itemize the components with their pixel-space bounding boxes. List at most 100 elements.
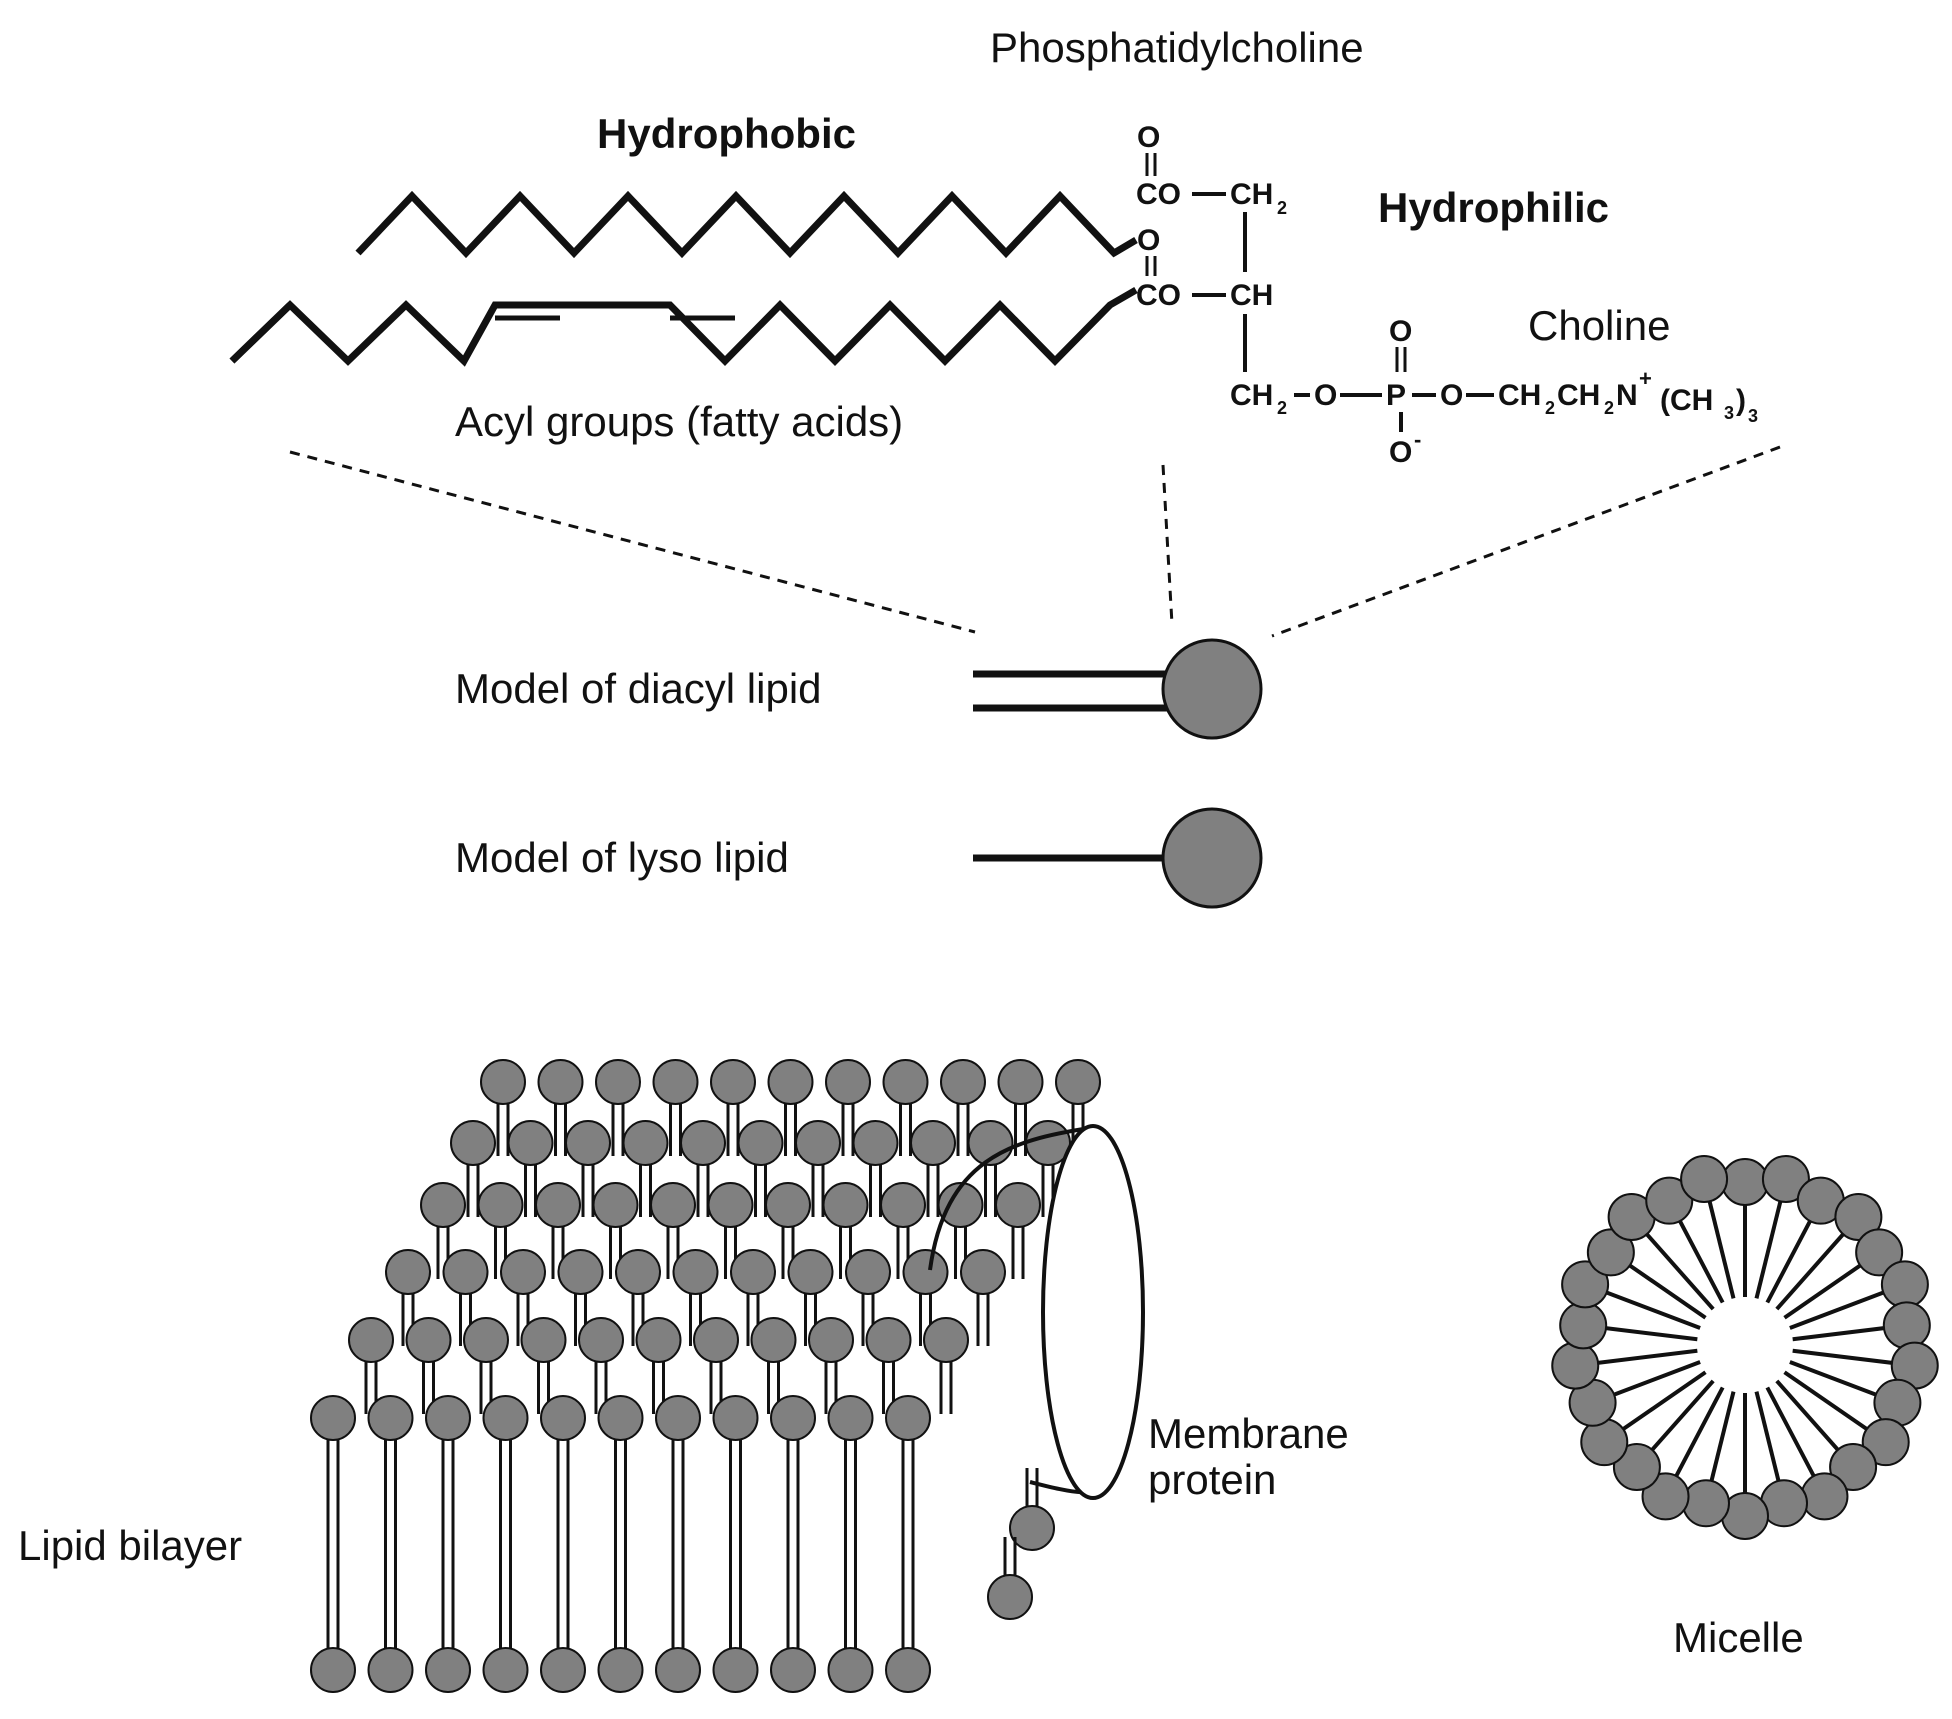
formula-o-3: O xyxy=(1314,379,1337,412)
lipid-head xyxy=(767,1059,814,1105)
formula-co-2: CO xyxy=(1136,279,1181,312)
micelle-head xyxy=(1680,1154,1729,1203)
lipid-head xyxy=(520,1317,567,1363)
lipid-head xyxy=(770,1647,816,1693)
lipid-head xyxy=(540,1647,586,1693)
micelle-head xyxy=(1561,1260,1610,1309)
formula-o-4: O xyxy=(1440,379,1463,412)
lipid-bilayer xyxy=(310,1059,1101,1693)
formula-sub-3: 2 xyxy=(1277,398,1287,418)
lipid-head xyxy=(595,1059,641,1105)
bilayer-row-4 xyxy=(385,1249,1006,1346)
formula-o-2: O xyxy=(1137,224,1160,257)
label-hydrophobic: Hydrophobic xyxy=(597,110,856,157)
lipid-head xyxy=(940,1059,986,1105)
title-phosphatidylcholine: Phosphatidylcholine xyxy=(990,24,1364,71)
lipid-head xyxy=(825,1059,871,1105)
formula-o-1: O xyxy=(1137,121,1160,154)
bilayer-row-3 xyxy=(420,1182,1041,1279)
lipid-head xyxy=(827,1647,874,1693)
lipid-head xyxy=(557,1249,604,1295)
micelle-head xyxy=(1645,1176,1694,1225)
micelle-head xyxy=(1855,1228,1904,1277)
lipid-head xyxy=(885,1395,931,1441)
micelle-head xyxy=(1882,1301,1931,1350)
micelle-head xyxy=(1834,1193,1883,1242)
lipid-head xyxy=(482,1395,529,1441)
lipid-head xyxy=(635,1317,682,1363)
lipid-head xyxy=(750,1317,797,1363)
lipid-head xyxy=(822,1182,869,1228)
lipid-head xyxy=(463,1317,509,1363)
acyl-chain-unsaturated xyxy=(229,286,1138,367)
lipid-head xyxy=(425,1647,471,1693)
formula-co-1: CO xyxy=(1136,178,1181,211)
lipid-head xyxy=(537,1059,584,1105)
lipid-head xyxy=(597,1647,644,1693)
lipid-head xyxy=(672,1249,719,1295)
lipid-head xyxy=(385,1249,431,1295)
label-lyso-model: Model of lyso lipid xyxy=(455,834,789,881)
lipid-head xyxy=(710,1059,756,1105)
label-acyl-groups: Acyl groups (fatty acids) xyxy=(455,398,903,445)
lipid-head xyxy=(937,1182,984,1228)
lipid-head xyxy=(535,1182,581,1228)
formula-ch2-1: CH xyxy=(1230,178,1273,211)
bilayer-row-5 xyxy=(348,1317,969,1414)
micelle-head xyxy=(1586,1228,1635,1277)
lipid-head xyxy=(997,1059,1044,1105)
lipid-head xyxy=(650,1182,696,1228)
label-choline: Choline xyxy=(1528,302,1670,349)
lipid-head xyxy=(578,1317,624,1363)
bilayer-row-1 xyxy=(480,1059,1101,1156)
formula-p: P xyxy=(1386,379,1406,412)
lipid-head xyxy=(450,1120,496,1166)
formula-ch3: (CH xyxy=(1660,384,1713,417)
lipid-head xyxy=(405,1317,452,1363)
lipid-head xyxy=(987,1574,1033,1620)
lipid-head xyxy=(540,1395,586,1441)
lipid-head xyxy=(367,1647,414,1693)
label-micelle: Micelle xyxy=(1673,1614,1804,1661)
micelle-head xyxy=(1681,1479,1730,1528)
formula-sub-5: 2 xyxy=(1604,398,1614,418)
lipid-head xyxy=(902,1249,949,1295)
lipid-head xyxy=(565,1120,611,1166)
lipid-head xyxy=(597,1395,644,1441)
micelle-head xyxy=(1861,1418,1910,1467)
lipid-head xyxy=(712,1647,759,1693)
lipid-head xyxy=(655,1395,701,1441)
micelle-head xyxy=(1551,1341,1600,1390)
formula-sub-6: 3 xyxy=(1724,403,1734,423)
lipid-head xyxy=(477,1182,524,1228)
lipid-head xyxy=(770,1395,816,1441)
micelle-head xyxy=(1800,1472,1849,1521)
lipid-head xyxy=(507,1120,554,1166)
lipid-head xyxy=(367,1395,414,1441)
lipid-head xyxy=(310,1647,356,1693)
acyl-chain-saturated xyxy=(355,190,1138,259)
label-diacyl-model: Model of diacyl lipid xyxy=(455,665,822,712)
lipid-head xyxy=(500,1249,546,1295)
lipid-head xyxy=(845,1249,891,1295)
formula-ch2-4: CH xyxy=(1498,379,1541,412)
lipid-head xyxy=(310,1395,356,1441)
lipid-head xyxy=(787,1249,834,1295)
formula-sub-1: 2 xyxy=(1277,198,1287,218)
lipid-head xyxy=(442,1249,489,1295)
lipid-head xyxy=(910,1120,956,1166)
formula-n: N xyxy=(1616,379,1638,412)
lipid-head xyxy=(655,1647,701,1693)
lipid-head xyxy=(737,1120,784,1166)
micelle-head xyxy=(1880,1260,1929,1309)
lipid-head xyxy=(482,1647,529,1693)
formula-ch2-5: CH xyxy=(1557,379,1600,412)
formula-plus: + xyxy=(1639,366,1652,391)
micelle-head xyxy=(1829,1443,1878,1492)
lipid-head xyxy=(880,1182,926,1228)
lipid-head xyxy=(765,1182,811,1228)
chemical-formula: O CO CH 2 O CO CH CH 2 O P O O - O CH 2 … xyxy=(1136,121,1758,469)
label-lipid-bilayer: Lipid bilayer xyxy=(18,1522,242,1569)
micelle-head xyxy=(1761,1154,1810,1203)
